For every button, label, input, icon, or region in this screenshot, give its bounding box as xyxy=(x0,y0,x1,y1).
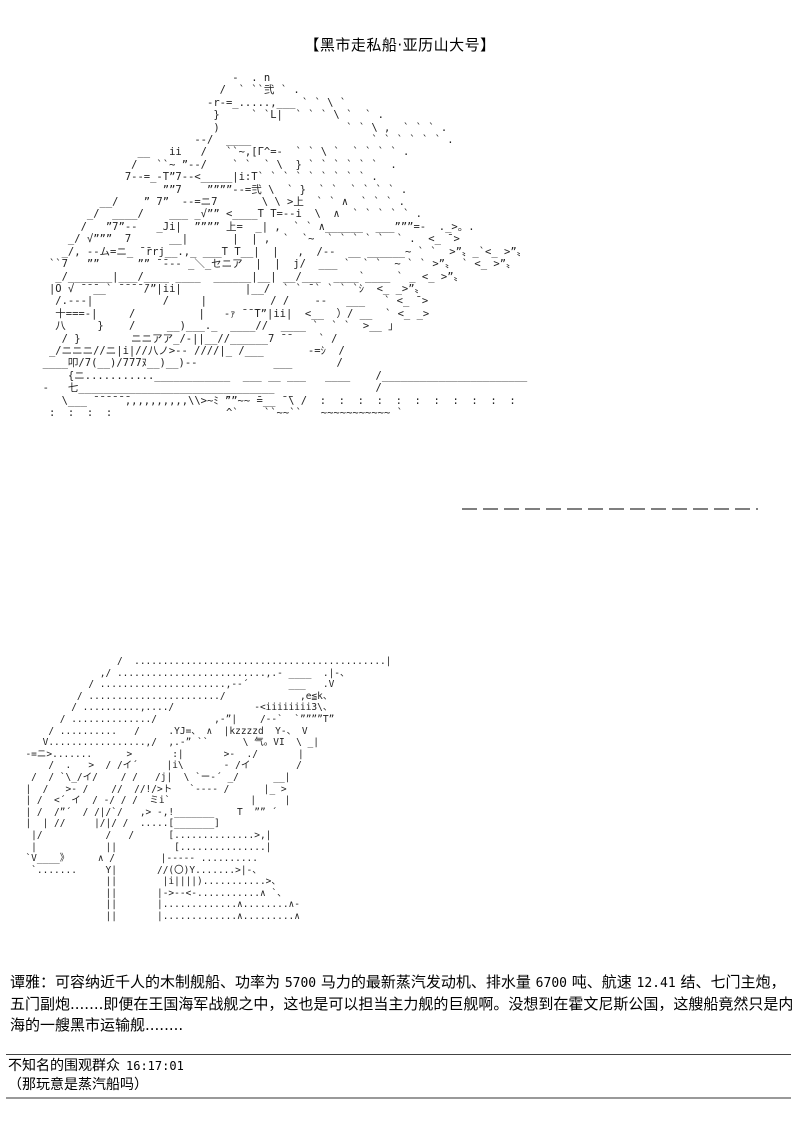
ship-ascii-art: - . n / ` ``弐 ` . -r-=_.....,___ ` ` \ `… xyxy=(42,72,528,419)
speed-value: 12.41 xyxy=(636,976,676,991)
page-title: 【黑市走私船·亚历山大号】 xyxy=(304,36,496,54)
speaker-separator: ： xyxy=(40,973,56,991)
narration-segment: 马力的最新蒸汽发动机、排水量 xyxy=(316,973,536,991)
comment-divider-bottom xyxy=(6,1097,791,1099)
narration-segment: 可容纳近千人的木制舰船、功率为 xyxy=(55,973,285,991)
sea-horizon-dashes xyxy=(462,508,758,510)
comment-text: （那玩意是蒸汽船吗） xyxy=(8,1077,148,1093)
comment-block: 不知名的围观群众 16:17:01 （那玩意是蒸汽船吗） xyxy=(8,1057,184,1095)
narration-text: 谭雅：可容纳近千人的木制舰船、功率为 5700 马力的最新蒸汽发动机、排水量 6… xyxy=(10,972,795,1036)
comment-divider-top xyxy=(6,1054,791,1055)
speaker-name: 谭雅 xyxy=(10,973,41,991)
comment-time: 16:17:01 xyxy=(126,1059,184,1073)
displacement-value: 6700 xyxy=(535,976,567,991)
character-ascii-art: / ......................................… xyxy=(25,656,392,923)
narration-segment: 结、七门主炮，五门副炮.......即便在王国海军战舰之中，这也是可以担当主力舰… xyxy=(10,973,794,1034)
comment-author: 不知名的围观群众 xyxy=(8,1058,120,1074)
narration-segment: 吨、航速 xyxy=(566,973,637,991)
horsepower-value: 5700 xyxy=(284,976,317,991)
comment-header: 不知名的围观群众 16:17:01 xyxy=(8,1057,184,1076)
